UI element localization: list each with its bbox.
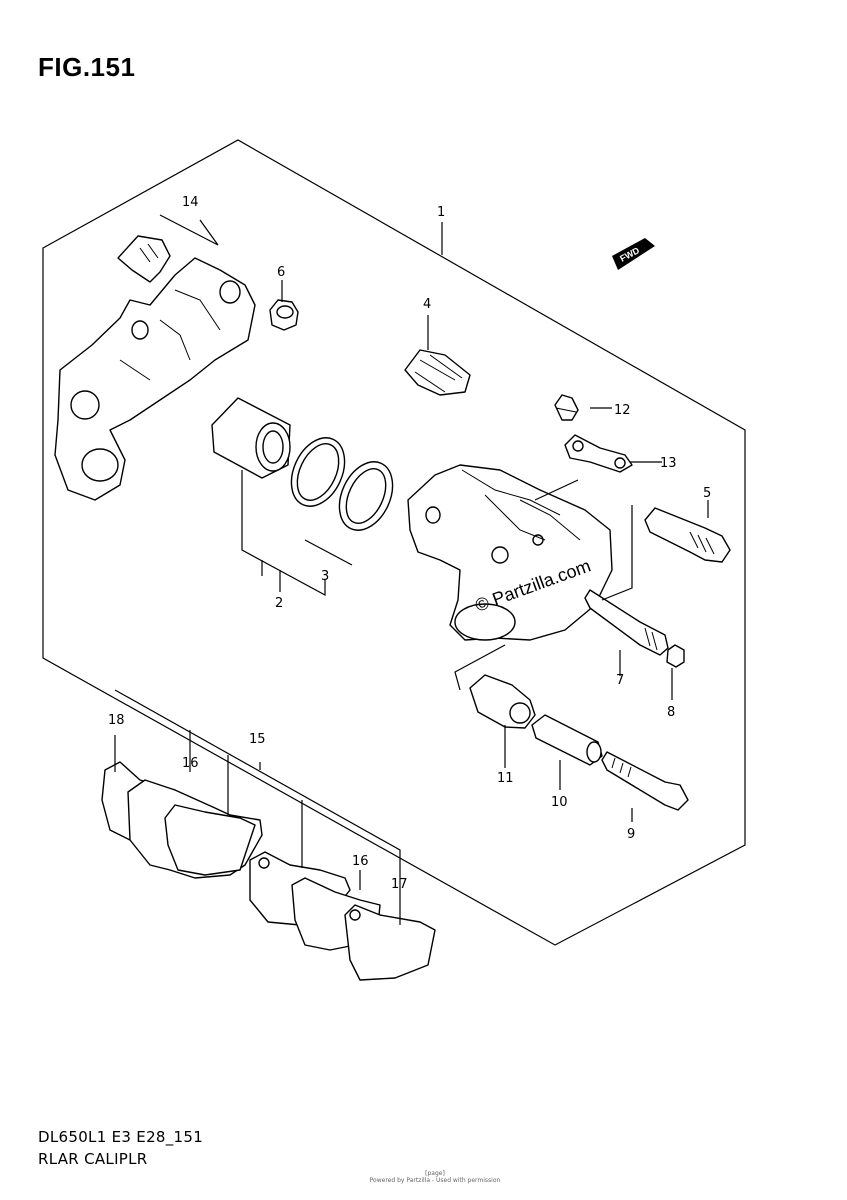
part-4-pad-spring: [404, 349, 471, 396]
part-2-piston: [211, 397, 291, 479]
model-code: DL650L1 E3 E28_151: [38, 1128, 204, 1146]
footer-line-2: Powered by Partzilla - Used with permiss…: [369, 1177, 501, 1184]
callout-12: 12: [614, 403, 631, 418]
callout-14: 14: [182, 195, 199, 210]
part-9-bolt: [601, 751, 689, 811]
assembly-boundary: [42, 139, 746, 946]
callout-17: 17: [391, 877, 408, 892]
callout-1: 1: [437, 205, 445, 220]
part-6-boot: [269, 299, 299, 331]
callout-13: 13: [660, 456, 677, 471]
section-name: RLAR CALIPLR: [38, 1150, 148, 1168]
callout-2: 2: [275, 596, 283, 611]
callout-4: 4: [423, 297, 431, 312]
caliper-bracket: [54, 257, 256, 501]
part-13-cap: [564, 434, 633, 473]
callout-10: 10: [551, 795, 568, 810]
callout-11: 11: [497, 771, 514, 786]
footer-copyright: [page] Powered by Partzilla - Used with …: [365, 1170, 505, 1184]
callout-6: 6: [277, 265, 285, 280]
callout-9: 9: [627, 827, 635, 842]
part-12-bleeder: [554, 394, 579, 421]
callout-3: 3: [321, 569, 329, 584]
part-10-sleeve: [531, 714, 603, 766]
pad-set-right: [249, 851, 436, 981]
leader-lines: [114, 214, 709, 925]
part-5-slide-pin: [644, 507, 731, 563]
part-3-seals: [290, 437, 394, 531]
part-14-shim: [117, 235, 171, 283]
part-7-pad-pin: [584, 589, 669, 656]
part-1-caliper-body: [407, 464, 613, 641]
callout-18: 18: [108, 713, 125, 728]
part-11-boot: [469, 674, 536, 729]
part-8-plug: [666, 644, 685, 668]
callout-16-left: 16: [182, 756, 199, 771]
callout-7: 7: [616, 673, 624, 688]
callout-5: 5: [703, 486, 711, 501]
footer-line-1: [page]: [425, 1170, 445, 1177]
callout-8: 8: [667, 705, 675, 720]
pad-set-left: [101, 761, 263, 879]
callout-15: 15: [249, 732, 266, 747]
figure-title: FIG.151: [38, 52, 136, 82]
forward-arrow-icon: FWD: [612, 238, 655, 270]
callout-labels: 1 2 3 4 5 6 7 8 9 10 11 12 13 14 15 16 1…: [108, 195, 711, 892]
callout-16-right: 16: [352, 854, 369, 869]
